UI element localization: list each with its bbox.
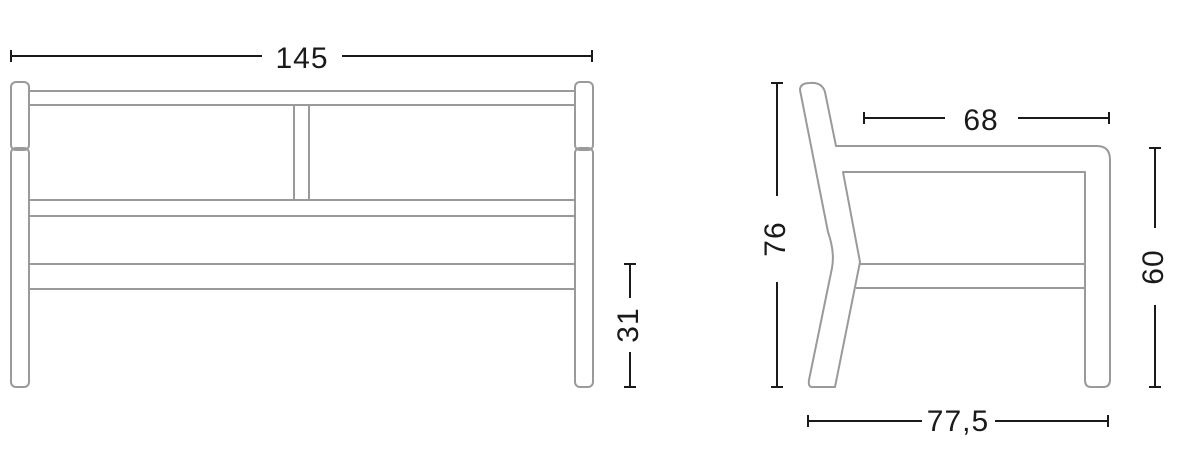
width-label: 145 [275, 42, 328, 75]
lower-rail [28, 263, 576, 290]
seat-rail [28, 199, 576, 217]
left-front-leg [10, 147, 30, 388]
side-arm-height-dimension: 60 [1137, 147, 1170, 388]
arm-height-label: 60 [1137, 249, 1170, 284]
front-view-outline [10, 81, 594, 388]
seat-height-label: 31 [612, 307, 645, 342]
depth-label: 77,5 [927, 405, 989, 438]
side-height-dimension: 76 [759, 82, 792, 388]
side-arm-depth-dimension: 68 [863, 104, 1110, 137]
height-label: 76 [759, 221, 792, 256]
top-back-rail [28, 90, 576, 106]
side-frame [799, 81, 1111, 388]
front-width-dimension: 145 [10, 42, 593, 75]
center-back-slat [293, 104, 310, 201]
front-seat-height-dimension: 31 [612, 263, 645, 388]
right-back-post [574, 81, 594, 151]
side-view-outline [799, 81, 1111, 388]
front-view: 145 31 [10, 42, 645, 388]
side-view: 76 68 60 77,5 [759, 81, 1170, 438]
right-front-leg [574, 147, 594, 388]
left-back-post [10, 81, 30, 151]
side-depth-dimension: 77,5 [807, 405, 1109, 438]
arm-depth-label: 68 [963, 104, 998, 137]
